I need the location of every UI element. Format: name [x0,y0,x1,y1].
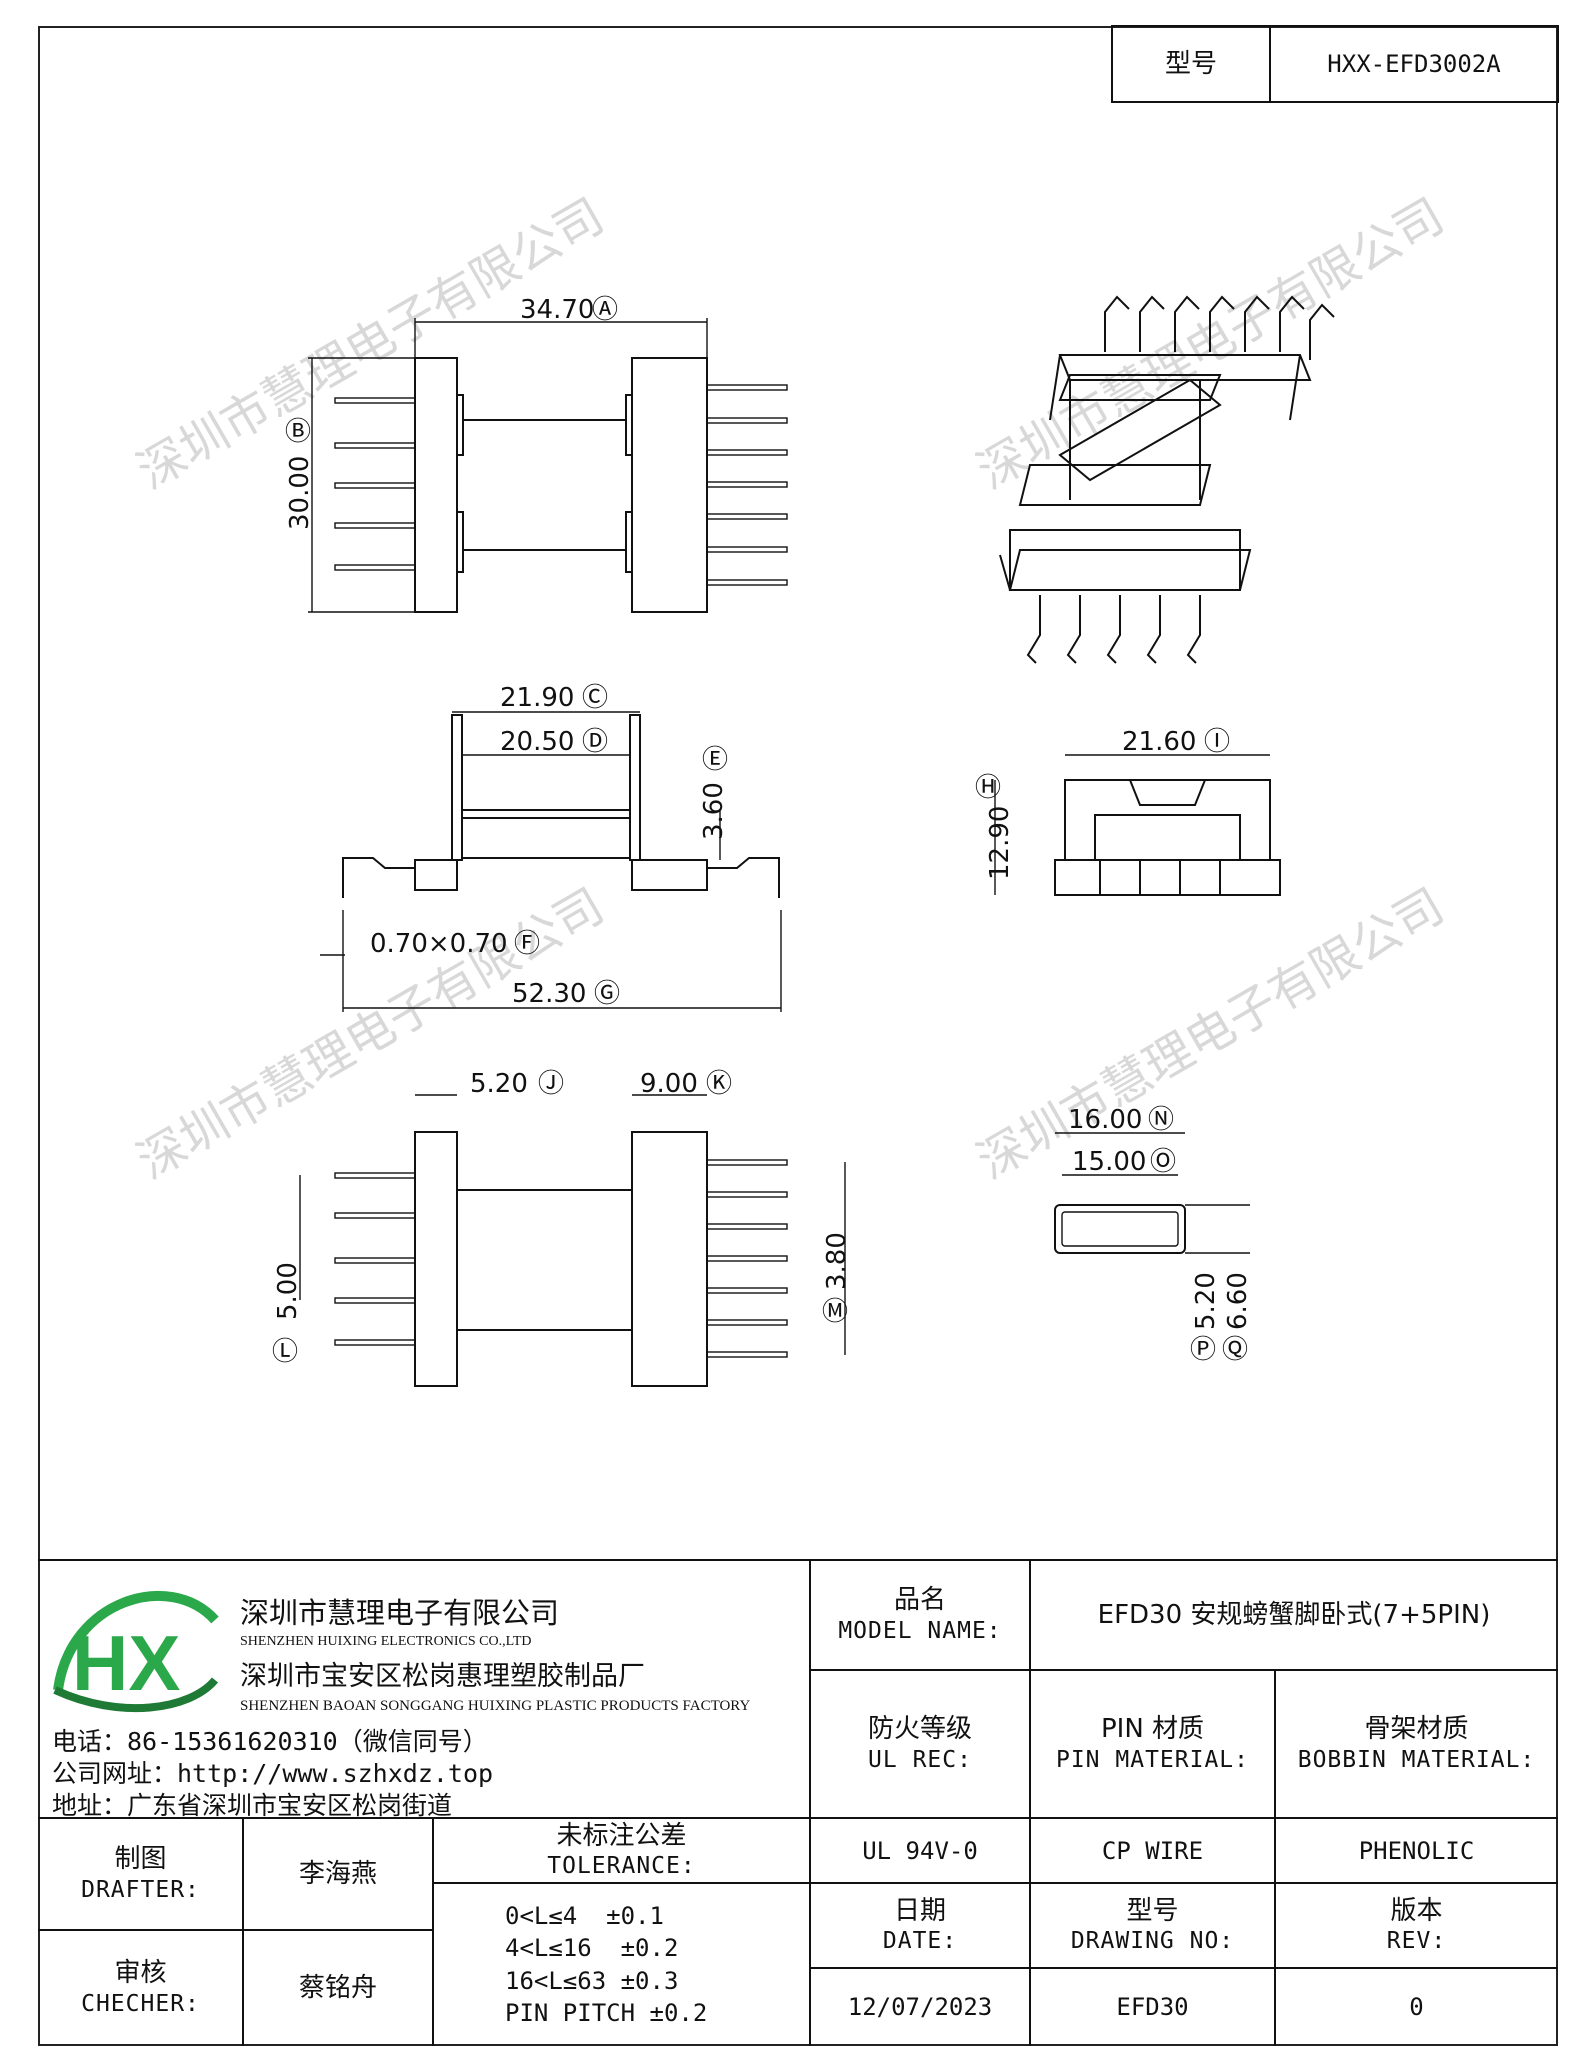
dim-a-marker: Ⓐ [592,295,618,325]
company-name-cn: 深圳市慧理电子有限公司 [240,1596,560,1630]
watermark: 深圳市慧理电子有限公司 [128,878,613,1191]
watermark: 深圳市慧理电子有限公司 [968,878,1453,1191]
pin-material-value: CP WIRE [1101,1836,1204,1865]
drafter-value: 李海燕 [298,1858,377,1889]
dim-g-label: 52.30 [512,979,586,1009]
dim-i-marker: Ⓘ [1204,727,1230,757]
tolerance-row: 16<L≤63 ±0.3 [505,1966,679,1995]
tolerance-row: 4<L≤16 ±0.2 [505,1934,679,1963]
dim-f-label: 0.70×0.70 [370,929,508,959]
ul-rec-header: 防火等级 UL REC: [867,1714,972,1773]
dim-h-label: 12.90 [985,806,1015,880]
logo-text: HX [72,1619,180,1707]
dim-a-label: 34.70 [520,295,594,325]
model-value: HXX-EFD3002A [1327,50,1501,78]
dim-q-marker: Ⓠ [1222,1335,1248,1365]
bobbin-material-value: PHENOLIC [1358,1836,1475,1865]
dim-l-label: 5.00 [273,1262,303,1320]
company-phone: 电话：86-15361620310（微信同号） [52,1727,488,1756]
dim-c-label: 21.90 [500,683,574,713]
watermark: 深圳市慧理电子有限公司 [128,188,613,501]
date-value: 12/07/2023 [847,1993,993,2021]
front-view [320,711,782,1012]
date-header: 日期 DATE: [882,1895,958,1955]
dim-j-label: 5.20 [470,1069,528,1099]
ul-rec-value: UL 94V-0 [862,1836,978,1865]
dim-d-label: 20.50 [500,727,574,757]
dim-h-marker: Ⓗ [975,773,1001,803]
company-name-en: SHENZHEN HUIXING ELECTRONICS CO.,LTD [240,1634,532,1649]
dim-i-label: 21.60 [1122,727,1196,757]
dim-m-label: 3.80 [822,1232,852,1290]
dim-c-marker: Ⓒ [582,683,608,713]
company-address: 地址：广东省深圳市宝安区松岗街道 [52,1791,453,1820]
dim-p-marker: Ⓟ [1190,1335,1216,1365]
dim-b-marker: Ⓑ [285,417,311,447]
factory-name-en: SHENZHEN BAOAN SONGGANG HUIXING PLASTIC … [240,1698,751,1714]
dim-o-label: 15.00 [1072,1147,1146,1177]
rev-value: 0 [1409,1993,1424,2021]
iso-view [999,295,1335,664]
rev-header: 版本 REV: [1386,1895,1447,1955]
company-logo: HX [53,1591,219,1713]
dim-n-marker: Ⓝ [1148,1105,1174,1135]
dim-q-label: 6.60 [1223,1272,1253,1330]
dim-g-marker: Ⓖ [594,979,620,1009]
dim-o-marker: Ⓞ [1150,1147,1176,1177]
pin-material-header: PIN 材质 PIN MATERIAL: [1055,1714,1249,1773]
dim-d-marker: Ⓓ [582,727,608,757]
tolerance-row: 0<L≤4 ±0.1 [505,1901,664,1930]
dim-e-label: 3.60 [699,782,729,840]
dim-k-label: 9.00 [640,1069,698,1099]
bobbin-material-header: 骨架材质 BOBBIN MATERIAL: [1297,1714,1536,1773]
model-name-header: 品名 MODEL NAME: [838,1585,1002,1644]
dim-e-marker: Ⓔ [702,745,728,775]
tolerance-list: 0<L≤4 ±0.1 4<L≤16 ±0.2 16<L≤63 ±0.3 PIN … [433,1883,810,2046]
dim-f-marker: Ⓕ [514,929,540,959]
model-name-value: EFD30 安规螃蟹脚卧式(7+5PIN) [1097,1599,1491,1630]
model-label: 型号 [1164,48,1217,79]
title-block-grid [38,1559,1558,2046]
dim-n-label: 16.00 [1068,1105,1142,1135]
dim-m-marker: Ⓜ [822,1297,848,1327]
factory-name-cn: 深圳市宝安区松岗惠理塑胶制品厂 [240,1661,645,1692]
drawing-no-header: 型号 DRAWING NO: [1070,1895,1235,1955]
dim-p-label: 5.20 [1191,1272,1221,1330]
tolerance-header: 未标注公差 TOLERANCE: [547,1820,696,1880]
drawing-no-value: EFD30 [1116,1993,1189,2021]
dim-l-marker: Ⓛ [272,1337,298,1367]
top-view [308,318,788,613]
dim-b-label: 30.00 [285,456,315,530]
drawing-frame [38,26,1558,2046]
dim-j-marker: Ⓙ [538,1069,564,1099]
checker-header: 审核 CHECHER: [81,1958,200,2017]
company-website: 公司网址：http://www.szhxdz.top [52,1759,494,1788]
pin-detail-view [1054,1132,1250,1254]
side-view [994,754,1281,896]
dim-k-marker: Ⓚ [706,1069,732,1099]
header-box [1111,25,1559,103]
drafter-header: 制图 DRAFTER: [81,1844,200,1903]
tolerance-row: PIN PITCH ±0.2 [505,1998,708,2027]
checker-value: 蔡铭舟 [298,1972,377,2003]
bottom-view [299,1094,846,1387]
